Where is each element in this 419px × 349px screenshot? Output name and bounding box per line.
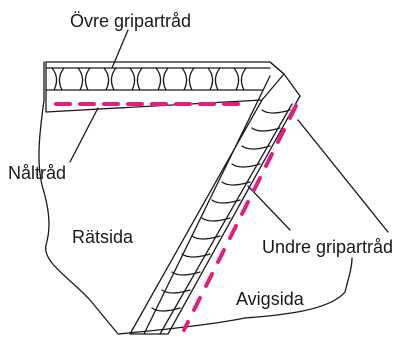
label-lower-looper-thread: Undre gripartråd — [262, 238, 393, 256]
leader-lower-looper — [248, 186, 290, 230]
upper-looper-loops — [52, 68, 246, 90]
label-needle-thread: Nåltråd — [8, 164, 66, 182]
label-upper-looper-thread: Övre gripartråd — [70, 12, 191, 30]
label-wrong-side: Avigsida — [236, 290, 304, 308]
lower-looper-loops — [152, 110, 290, 311]
leader-wrong-side — [298, 120, 388, 232]
leader-needle-thread — [70, 108, 98, 162]
label-right-side: Rätsida — [72, 228, 133, 246]
